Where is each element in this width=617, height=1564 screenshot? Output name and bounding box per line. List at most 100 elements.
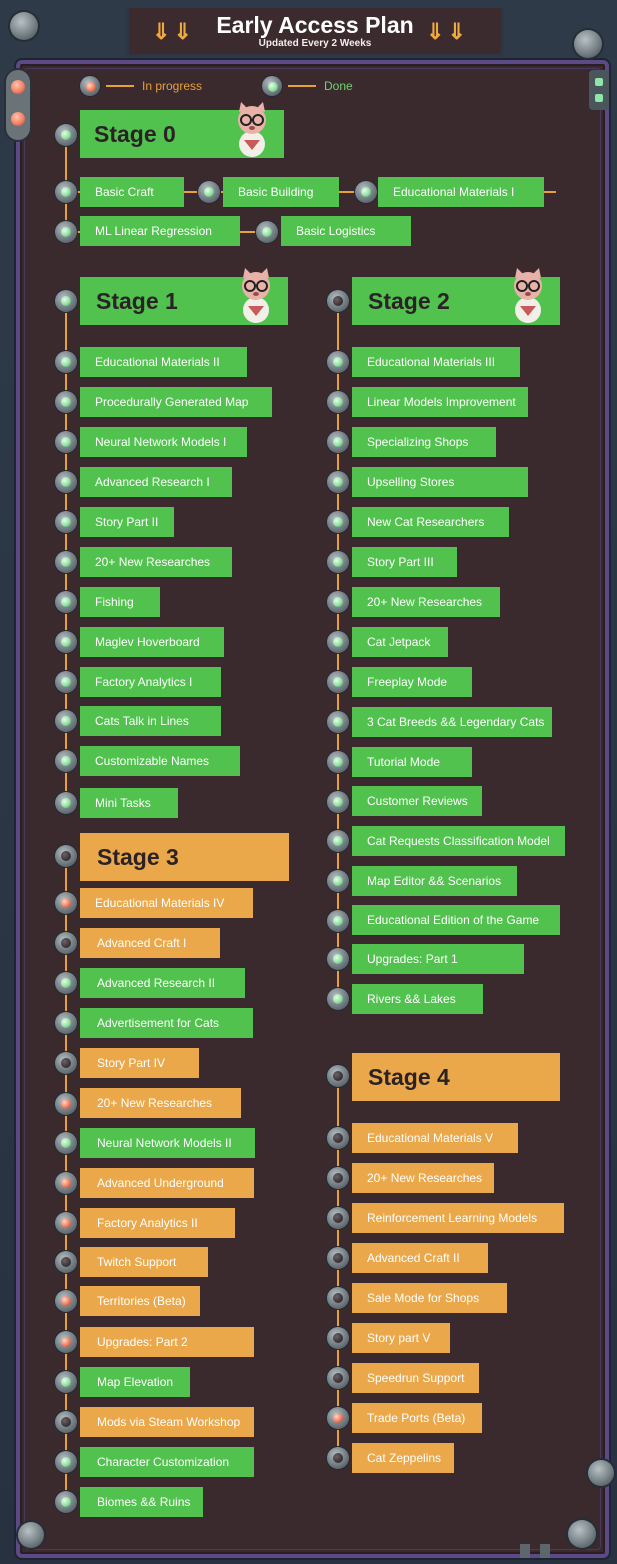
cat-scientist-icon [238,102,266,157]
corner-bolt-icon [588,1460,614,1486]
stage2-item: Educational Materials III [352,347,520,377]
stage3-item: 20+ New Researches [80,1088,241,1118]
stage4-item: Speedrun Support [352,1363,479,1393]
stage3-item-knob [55,1411,77,1433]
stage3-item-knob [55,972,77,994]
stage1-item-knob [55,391,77,413]
stage2-item-knob [327,351,349,373]
stage2-item: Specializing Shops [352,427,496,457]
stage4-item-knob [327,1287,349,1309]
stage2-item-knob [327,910,349,932]
stage2-item: Map Editor && Scenarios [352,866,517,896]
stage1-item: Fishing [80,587,160,617]
stage4-item: Trade Ports (Beta) [352,1403,482,1433]
stage3-item: Neural Network Models II [80,1128,255,1158]
stage2-item-knob [327,551,349,573]
stage4-item-knob [327,1167,349,1189]
stage4-item: Educational Materials V [352,1123,518,1153]
stage3-item: Biomes && Ruins [80,1487,203,1517]
stage0-item-knob [55,181,77,203]
legend-in-progress: In progress [80,76,202,96]
stage1-item-knob [55,631,77,653]
stage1-item-knob [55,471,77,493]
stage3-item-knob [55,1172,77,1194]
stage2-item-knob [327,988,349,1010]
stage2-item: Upgrades: Part 1 [352,944,524,974]
stage1-item: Maglev Hoverboard [80,627,224,657]
stage-2-knob [327,290,349,312]
stage2-item: Cat Requests Classification Model [352,826,565,856]
stage3-item-knob [55,932,77,954]
stage1-item: Cats Talk in Lines [80,706,221,736]
stage3-item-knob [55,892,77,914]
stage3-item: Map Elevation [80,1367,190,1397]
stage0-item-basic-building: Basic Building [223,177,339,207]
bottom-vent-icon [540,1544,550,1558]
indicator-lights-icon [589,70,609,110]
stage3-item-knob [55,1290,77,1312]
stage3-item-knob [55,1093,77,1115]
stage3-item: Advanced Research II [80,968,245,998]
stage3-item-knob [55,1132,77,1154]
stage0-item-ml-linear-regression: ML Linear Regression [80,216,240,246]
stage3-item: Story Part IV [80,1048,199,1078]
stage1-item-knob [55,511,77,533]
stage4-item: Story part V [352,1323,450,1353]
stage2-item: Tutorial Mode [352,747,472,777]
stage1-item-knob [55,431,77,453]
in-progress-knob-icon [80,76,100,96]
stage2-item: Linear Models Improvement [352,387,528,417]
stage0-item-knob [55,221,77,243]
cat-scientist-icon [514,268,542,323]
stage0-item-basic-craft: Basic Craft [80,177,184,207]
stage1-item: Story Part II [80,507,174,537]
stage4-item-knob [327,1447,349,1469]
stage3-item-knob [55,1212,77,1234]
stage1-item-knob [55,710,77,732]
stage3-item-knob [55,1251,77,1273]
stage4-item-knob [327,1407,349,1429]
stage1-item: Procedurally Generated Map [80,387,272,417]
stage1-item: Neural Network Models I [80,427,247,457]
stage2-item: Educational Edition of the Game [352,905,560,935]
stage0-item-knob [256,221,278,243]
stage2-item-knob [327,631,349,653]
stage1-item: Educational Materials II [80,347,247,377]
stage2-item-knob [327,671,349,693]
stage3-item: Character Customization [80,1447,254,1477]
stage1-item: 20+ New Researches [80,547,232,577]
legend-in-progress-label: In progress [142,79,203,93]
arrow-down-icon: ⇓ [426,19,445,44]
corner-bolt-icon [10,12,38,40]
stage3-item: Territories (Beta) [80,1286,200,1316]
stage2-item-knob [327,711,349,733]
stage4-item: Sale Mode for Shops [352,1283,507,1313]
stage2-item: New Cat Researchers [352,507,509,537]
stage2-item: Story Part III [352,547,457,577]
stage3-item-knob [55,1331,77,1353]
cat-scientist-icon [242,268,270,323]
stage2-item-knob [327,471,349,493]
stage4-item-knob [327,1207,349,1229]
stage2-item: Freeplay Mode [352,667,472,697]
stage1-item: Customizable Names [80,746,240,776]
stage1-item: Factory Analytics I [80,667,221,697]
stage4-item-knob [327,1247,349,1269]
stage1-item: Advanced Research I [80,467,232,497]
stage3-item: Educational Materials IV [80,888,253,918]
stage2-item-knob [327,511,349,533]
stage3-item: Mods via Steam Workshop [80,1407,254,1437]
stage4-item: Cat Zeppelins [352,1443,454,1473]
stage-1-knob [55,290,77,312]
stage4-item: Reinforcement Learning Models [352,1203,564,1233]
stage2-item-knob [327,870,349,892]
left-arrows: ⇓⇓ [152,21,192,43]
stage2-item-knob [327,391,349,413]
stage0-item-knob [198,181,220,203]
stage3-item-knob [55,1012,77,1034]
bottom-vent-icon [520,1544,530,1558]
stage1-item: Mini Tasks [80,788,178,818]
stage2-item: 3 Cat Breeds && Legendary Cats [352,707,552,737]
stage2-item: Upselling Stores [352,467,528,497]
stage-3-knob [55,845,77,867]
